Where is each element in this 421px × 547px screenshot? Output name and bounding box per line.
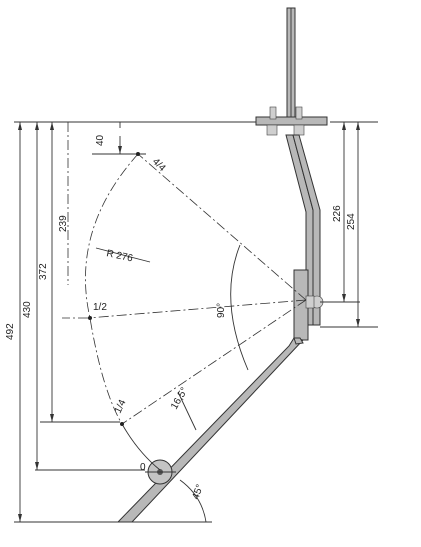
- radial-centerlines: [62, 153, 307, 425]
- dim-239: 239: [58, 215, 69, 232]
- dim-492: 492: [5, 323, 16, 340]
- position-label-full: 4/4: [150, 156, 168, 174]
- reference-lines: [14, 121, 378, 523]
- angle-90-label: 90°: [216, 303, 227, 318]
- lower-arm: [116, 337, 304, 523]
- position-label-zero: 0: [140, 462, 146, 473]
- dim-430: 430: [22, 301, 33, 318]
- angle-arcs: [177, 244, 249, 523]
- roller-wheel: [145, 459, 176, 485]
- dim-372: 372: [38, 263, 49, 280]
- position-arc: [85, 153, 161, 471]
- dim-254: 254: [346, 213, 357, 230]
- position-label-half: 1/2: [93, 302, 107, 313]
- mounting-bracket: [255, 106, 328, 136]
- dim-226: 226: [332, 205, 343, 222]
- angle-45-label: 45°: [190, 483, 206, 501]
- radius-label: R 276: [105, 248, 134, 264]
- vertical-mast: [286, 7, 296, 121]
- dim-40: 40: [95, 134, 106, 146]
- angle-16-5-label: 16,5°: [169, 386, 190, 412]
- left-dimension-lines: [19, 122, 121, 522]
- dimension-arrows: [18, 122, 360, 522]
- position-markers: [88, 152, 140, 426]
- position-label-quarter: 1/4: [113, 398, 129, 416]
- right-dimension-lines: [343, 122, 359, 327]
